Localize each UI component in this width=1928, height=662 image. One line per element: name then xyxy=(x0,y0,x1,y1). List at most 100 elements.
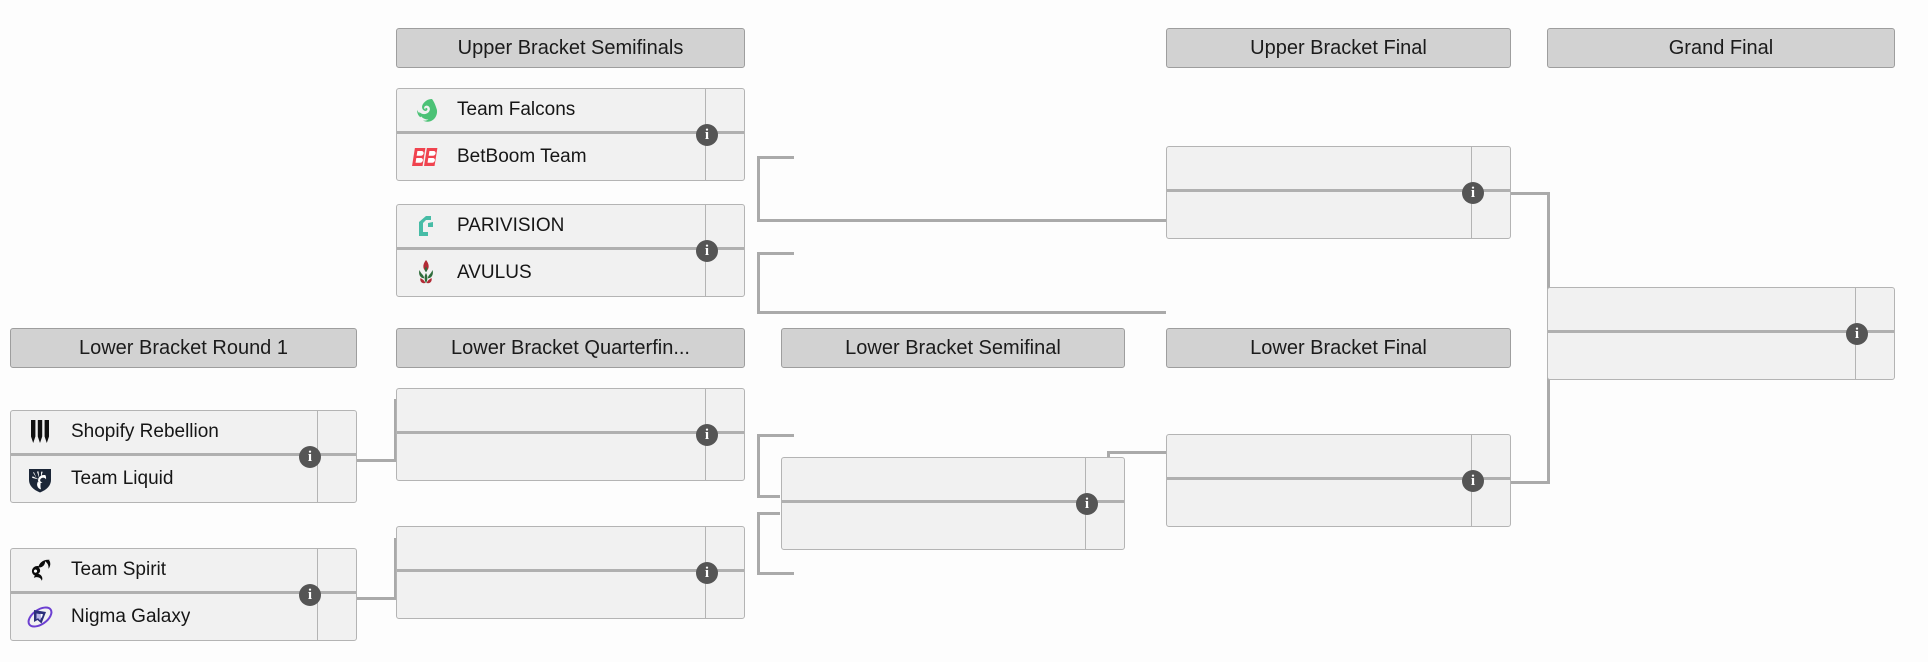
connector-lbqf1-to-lbsf xyxy=(757,495,780,498)
match-lower-bracket-quarterfinal-2[interactable]: i xyxy=(396,526,745,619)
info-glyph: i xyxy=(1470,472,1476,489)
match-lower-bracket-final[interactable]: i xyxy=(1166,434,1511,527)
connector-lbqf2-vertical xyxy=(757,512,760,575)
info-glyph: i xyxy=(1084,495,1090,512)
connector-lbf-vertical xyxy=(1547,360,1550,484)
match-row[interactable] xyxy=(1167,192,1510,237)
info-icon[interactable]: i xyxy=(299,584,321,606)
team-falcons-logo xyxy=(409,93,443,127)
round-header-grand-final[interactable]: Grand Final xyxy=(1547,28,1895,68)
match-row[interactable] xyxy=(1548,288,1894,333)
info-glyph: i xyxy=(1470,184,1476,201)
team-name: Shopify Rebellion xyxy=(71,421,219,442)
round-header-lower-bracket-round-1[interactable]: Lower Bracket Round 1 xyxy=(10,328,357,368)
info-icon[interactable]: i xyxy=(1076,493,1098,515)
match-lower-bracket-quarterfinal-1[interactable]: i xyxy=(396,388,745,481)
avulus-logo xyxy=(409,256,443,290)
match-row[interactable] xyxy=(782,458,1124,503)
team-name: BetBoom Team xyxy=(457,145,587,167)
match-row[interactable] xyxy=(1548,333,1894,378)
info-glyph: i xyxy=(704,426,710,443)
team-liquid-logo xyxy=(23,462,57,496)
connector-lbqf1-out xyxy=(757,434,794,437)
connector-lbf-out xyxy=(1510,481,1550,484)
round-header-lower-bracket-quarterfinals[interactable]: Lower Bracket Quarterfin... xyxy=(396,328,745,368)
info-icon[interactable]: i xyxy=(1846,323,1868,345)
info-glyph: i xyxy=(704,126,710,143)
team-name: Team Falcons xyxy=(457,99,576,120)
team-name: Nigma Galaxy xyxy=(71,605,191,627)
match-row[interactable] xyxy=(397,527,744,572)
match-grand-final[interactable]: i xyxy=(1547,287,1895,380)
round-header-label: Lower Bracket Quarterfin... xyxy=(451,336,690,359)
parivision-logo xyxy=(409,209,443,243)
connector-lbqf1-vertical xyxy=(757,434,760,498)
info-glyph: i xyxy=(1854,325,1860,342)
team-name: Team Spirit xyxy=(71,559,167,580)
connector-ubsf2-run xyxy=(757,311,1166,314)
match-lower-bracket-semifinal[interactable]: i xyxy=(781,457,1125,550)
round-header-label: Upper Bracket Semifinals xyxy=(457,36,684,59)
match-row[interactable]: Team Spirit xyxy=(11,549,356,594)
team-spirit-logo xyxy=(23,553,57,587)
connector-lbqf2-to-lbsf xyxy=(757,512,780,515)
connector-ubf-out xyxy=(1510,192,1550,195)
round-header-label: Lower Bracket Semifinal xyxy=(845,336,1061,359)
round-header-label: Grand Final xyxy=(1668,36,1774,59)
info-icon[interactable]: i xyxy=(696,562,718,584)
connector-ubsf1-vertical xyxy=(757,156,760,219)
info-glyph: i xyxy=(704,564,710,581)
match-lower-bracket-round1-1[interactable]: Shopify Rebellion Team Liquid i xyxy=(10,410,357,503)
round-header-upper-bracket-final[interactable]: Upper Bracket Final xyxy=(1166,28,1511,68)
info-glyph: i xyxy=(307,586,313,603)
connector-ubsf1-run xyxy=(757,219,1166,222)
match-row[interactable] xyxy=(397,389,744,434)
info-glyph: i xyxy=(307,448,313,465)
team-name: AVULUS xyxy=(457,261,532,283)
round-header-upper-bracket-semifinals[interactable]: Upper Bracket Semifinals xyxy=(396,28,745,68)
match-row[interactable]: Shopify Rebellion xyxy=(11,411,356,456)
connector-ubsf2-vertical xyxy=(757,252,760,314)
match-row[interactable]: Team Falcons xyxy=(397,89,744,134)
match-row[interactable] xyxy=(782,503,1124,548)
connector-lbsf-to-lbf xyxy=(1107,451,1169,454)
nigma-galaxy-logo xyxy=(23,600,57,634)
team-name: PARIVISION xyxy=(457,215,565,236)
match-row[interactable]: BetBoom Team xyxy=(397,134,744,179)
info-icon[interactable]: i xyxy=(696,240,718,262)
match-row[interactable] xyxy=(1167,147,1510,192)
match-upper-bracket-final[interactable]: i xyxy=(1166,146,1511,239)
info-icon[interactable]: i xyxy=(696,424,718,446)
match-upper-bracket-semifinal-2[interactable]: PARIVISION AVULUS i xyxy=(396,204,745,297)
match-row[interactable] xyxy=(397,434,744,479)
match-row[interactable]: AVULUS xyxy=(397,250,744,295)
match-row[interactable] xyxy=(1167,435,1510,480)
round-header-lower-bracket-semifinal[interactable]: Lower Bracket Semifinal xyxy=(781,328,1125,368)
match-row[interactable] xyxy=(1167,480,1510,525)
info-glyph: i xyxy=(704,242,710,259)
match-row[interactable]: Team Liquid xyxy=(11,456,356,501)
connector-lbr1-2-out xyxy=(357,597,397,600)
connector-ubsf1-to-ubf xyxy=(757,156,794,159)
round-header-label: Lower Bracket Final xyxy=(1250,336,1427,359)
connector-ubf-vertical xyxy=(1547,192,1550,331)
match-row[interactable]: PARIVISION xyxy=(397,205,744,250)
match-row[interactable]: Nigma Galaxy xyxy=(11,594,356,639)
connector-lbr1-1-vertical xyxy=(394,399,397,461)
shopify-rebellion-logo xyxy=(23,415,57,449)
connector-lbr1-1-out xyxy=(357,459,397,462)
info-icon[interactable]: i xyxy=(1462,182,1484,204)
match-upper-bracket-semifinal-1[interactable]: Team Falcons BetBoom Team i xyxy=(396,88,745,181)
info-icon[interactable]: i xyxy=(299,446,321,468)
connector-ubsf2-to-ubf xyxy=(757,252,794,255)
match-lower-bracket-round1-2[interactable]: Team Spirit Nigma Galaxy i xyxy=(10,548,357,641)
betboom-team-logo xyxy=(409,140,443,174)
round-header-lower-bracket-final[interactable]: Lower Bracket Final xyxy=(1166,328,1511,368)
connector-lbqf2-out xyxy=(757,572,794,575)
info-icon[interactable]: i xyxy=(1462,470,1484,492)
match-row[interactable] xyxy=(397,572,744,617)
round-header-label: Lower Bracket Round 1 xyxy=(78,336,288,359)
info-icon[interactable]: i xyxy=(696,124,718,146)
connector-lbr1-2-vertical xyxy=(394,538,397,599)
